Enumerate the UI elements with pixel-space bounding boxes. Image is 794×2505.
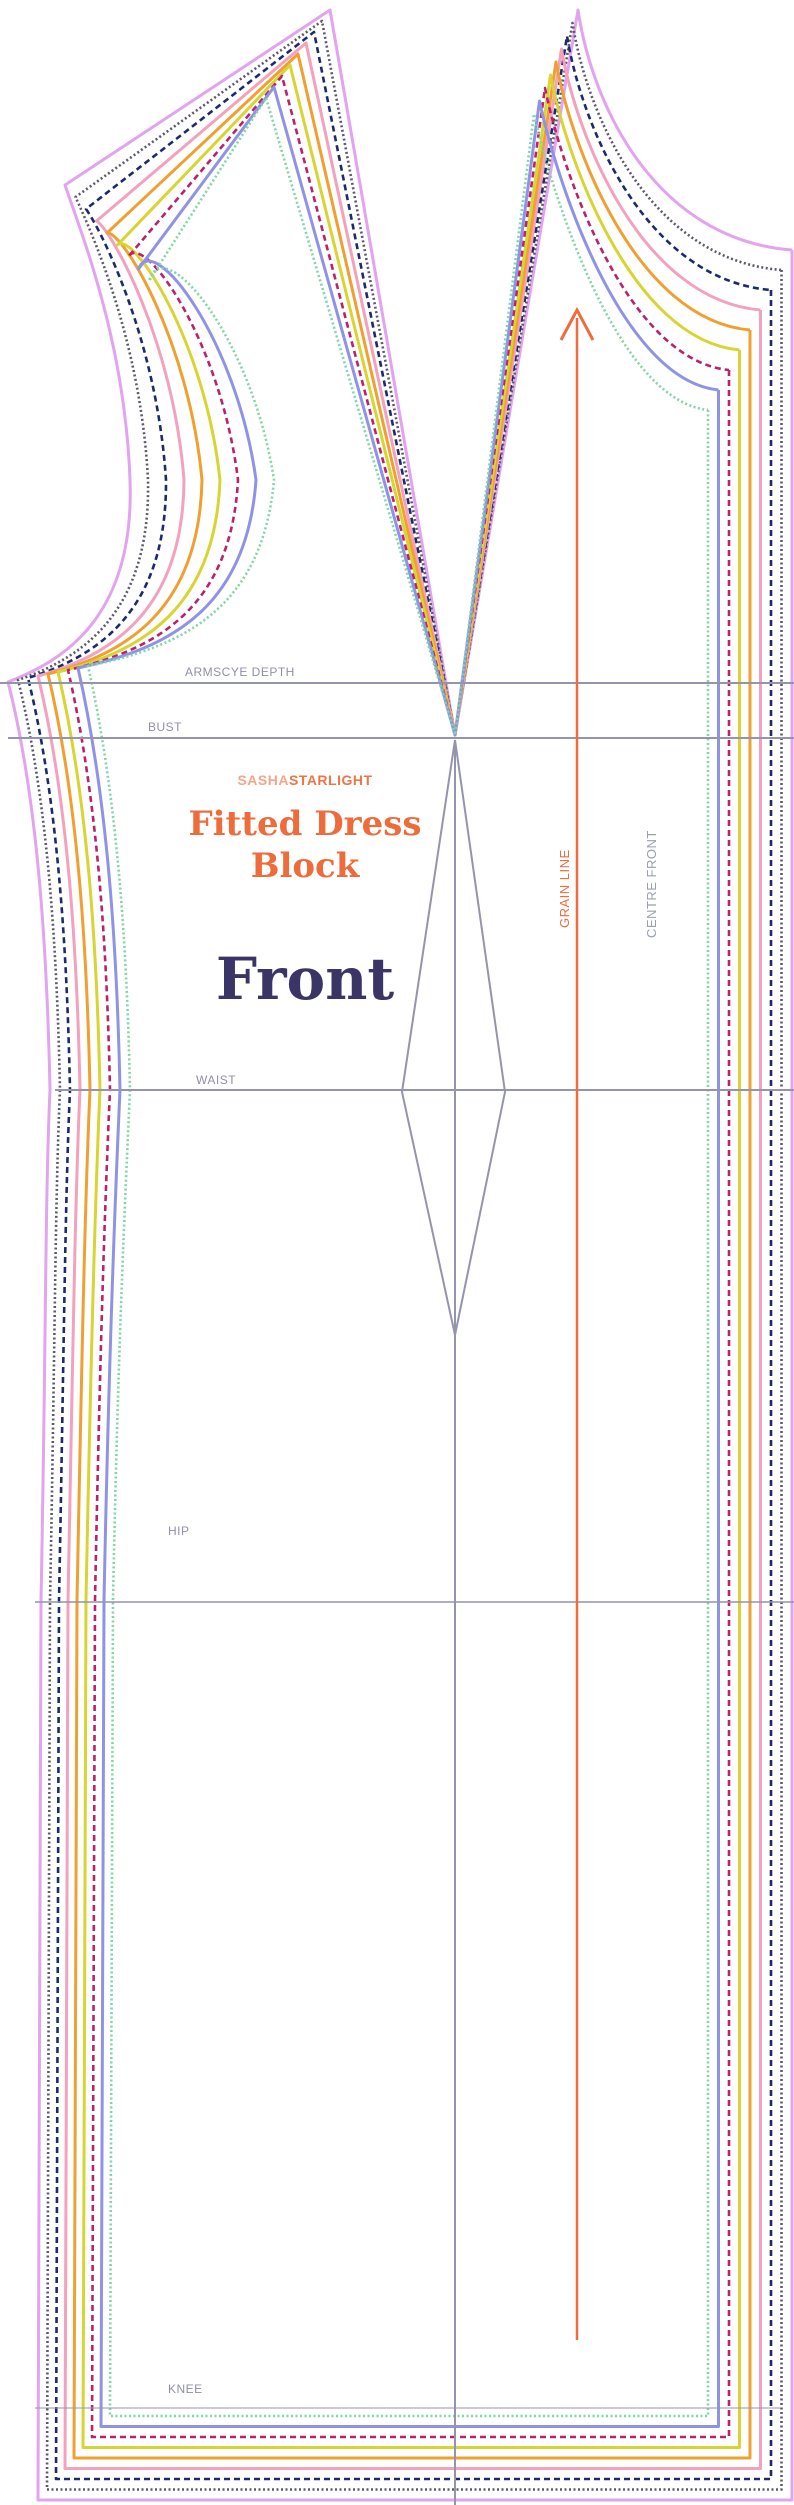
size-outline-6 <box>56 63 741 2449</box>
pattern-piece-name: Front <box>215 945 395 1013</box>
waist-label: WAIST <box>196 1073 237 1087</box>
guide-lines <box>0 306 794 2505</box>
waist-dart <box>400 739 507 1336</box>
size-outline-8 <box>76 85 720 2428</box>
size-outline-4 <box>36 41 762 2470</box>
grain-arrow-head-icon <box>559 306 595 341</box>
brand-logo: SASHASTARLIGHT <box>230 772 380 790</box>
size-outlines <box>6 8 794 2502</box>
hip-label: HIP <box>168 1524 190 1538</box>
size-outline-1 <box>6 8 794 2502</box>
size-outline-5 <box>46 52 752 2460</box>
brand-name-part1: SASHA <box>237 772 289 788</box>
pattern-title: Fitted Dress Block <box>188 804 422 886</box>
grain-line-label: GRAIN LINE <box>557 849 572 928</box>
brand-name-part2: STARLIGHT <box>288 772 373 788</box>
armscye-depth-label: ARMSCYE DEPTH <box>185 665 295 679</box>
size-outline-7 <box>66 74 731 2439</box>
size-outline-9 <box>86 96 710 2418</box>
knee-label: KNEE <box>168 2382 203 2396</box>
bust-label: BUST <box>148 720 183 734</box>
size-outline-3 <box>26 30 773 2481</box>
centre-front-label: CENTRE FRONT <box>644 830 659 938</box>
size-outline-2 <box>16 19 783 2491</box>
